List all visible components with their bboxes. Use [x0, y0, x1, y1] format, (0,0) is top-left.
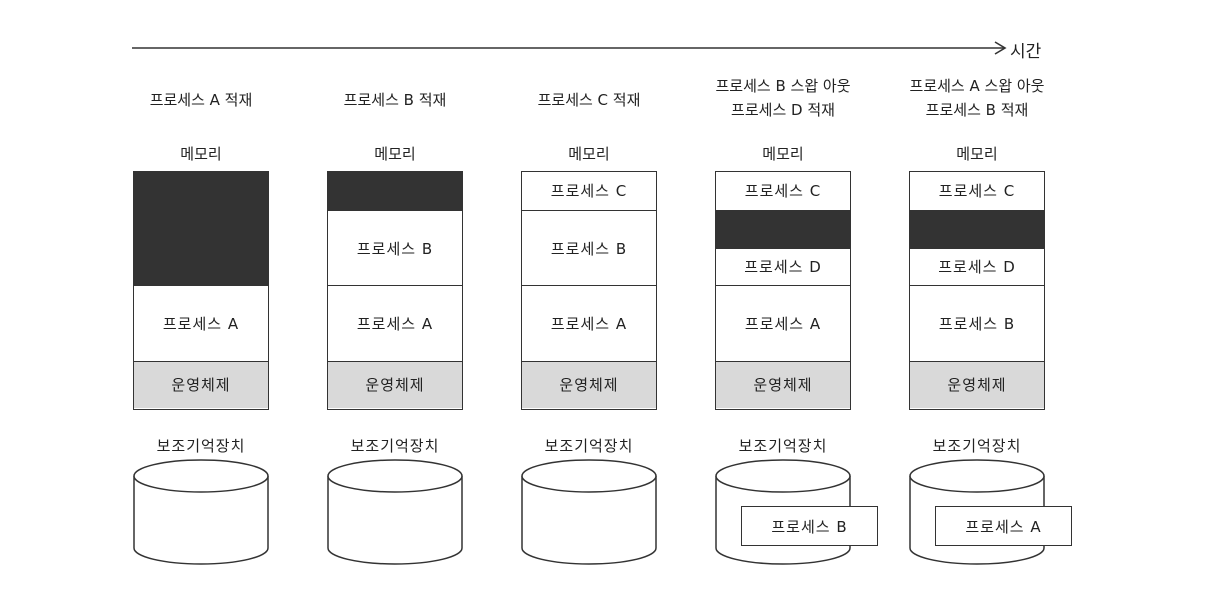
stage-caption: 프로세스 A 적재 [93, 88, 309, 112]
memory-label: 메모리 [762, 145, 804, 163]
storage-cylinder-icon [521, 459, 657, 565]
stage-caption: 프로세스 C 적재 [481, 88, 697, 112]
os-segment: 운영체제 [910, 360, 1044, 408]
process-segment: 프로세스 D [716, 247, 850, 286]
process-segment: 프로세스 B [522, 209, 656, 286]
free-memory-segment [716, 209, 850, 248]
free-memory-segment [910, 209, 1044, 248]
os-segment: 운영체제 [716, 360, 850, 408]
memory-label: 메모리 [568, 145, 610, 163]
process-segment: 프로세스 A [328, 285, 462, 361]
stage-caption-line: 프로세스 A 스왑 아웃 [909, 77, 1045, 95]
os-segment: 운영체제 [522, 360, 656, 408]
free-memory-segment [134, 172, 268, 286]
free-memory-segment [328, 172, 462, 210]
swapped-process-box: 프로세스 B [741, 506, 878, 546]
memory-label: 메모리 [956, 145, 998, 163]
os-segment: 운영체제 [328, 360, 462, 408]
stage-caption-line: 프로세스 A 적재 [149, 91, 253, 109]
process-segment: 프로세스 C [550, 182, 628, 201]
swapped-process-box: 프로세스 A [935, 506, 1072, 546]
storage-label: 보조기억장치 [544, 437, 634, 455]
os-segment: 운영체제 [134, 360, 268, 408]
stage-caption: 프로세스 B 적재 [287, 88, 503, 112]
storage-cylinder-icon [133, 459, 269, 565]
stage-caption-line: 프로세스 B 적재 [925, 101, 1029, 119]
storage-label: 보조기억장치 [932, 437, 1022, 455]
process-segment: 프로세스 A [522, 285, 656, 361]
process-segment: 프로세스 B [328, 209, 462, 286]
process-segment: 프로세스 A [134, 285, 268, 361]
time-label: 시간 [1010, 42, 1042, 62]
storage-label: 보조기억장치 [738, 437, 828, 455]
stage-caption-line: 프로세스 D 적재 [731, 101, 835, 119]
process-segment: 프로세스 D [910, 247, 1044, 286]
process-segment: 프로세스 A [716, 285, 850, 361]
memory-label: 메모리 [180, 145, 222, 163]
process-segment: 프로세스 B [910, 285, 1044, 361]
process-segment: 프로세스 C [938, 182, 1016, 201]
process-segment: 프로세스 C [744, 182, 822, 201]
memory-label: 메모리 [374, 145, 416, 163]
storage-label: 보조기억장치 [156, 437, 246, 455]
storage-cylinder-icon [327, 459, 463, 565]
storage-label: 보조기억장치 [350, 437, 440, 455]
stage-caption-line: 프로세스 C 적재 [537, 91, 641, 109]
stage-caption-line: 프로세스 B 스왑 아웃 [715, 77, 851, 95]
stage-caption-line: 프로세스 B 적재 [343, 91, 447, 109]
